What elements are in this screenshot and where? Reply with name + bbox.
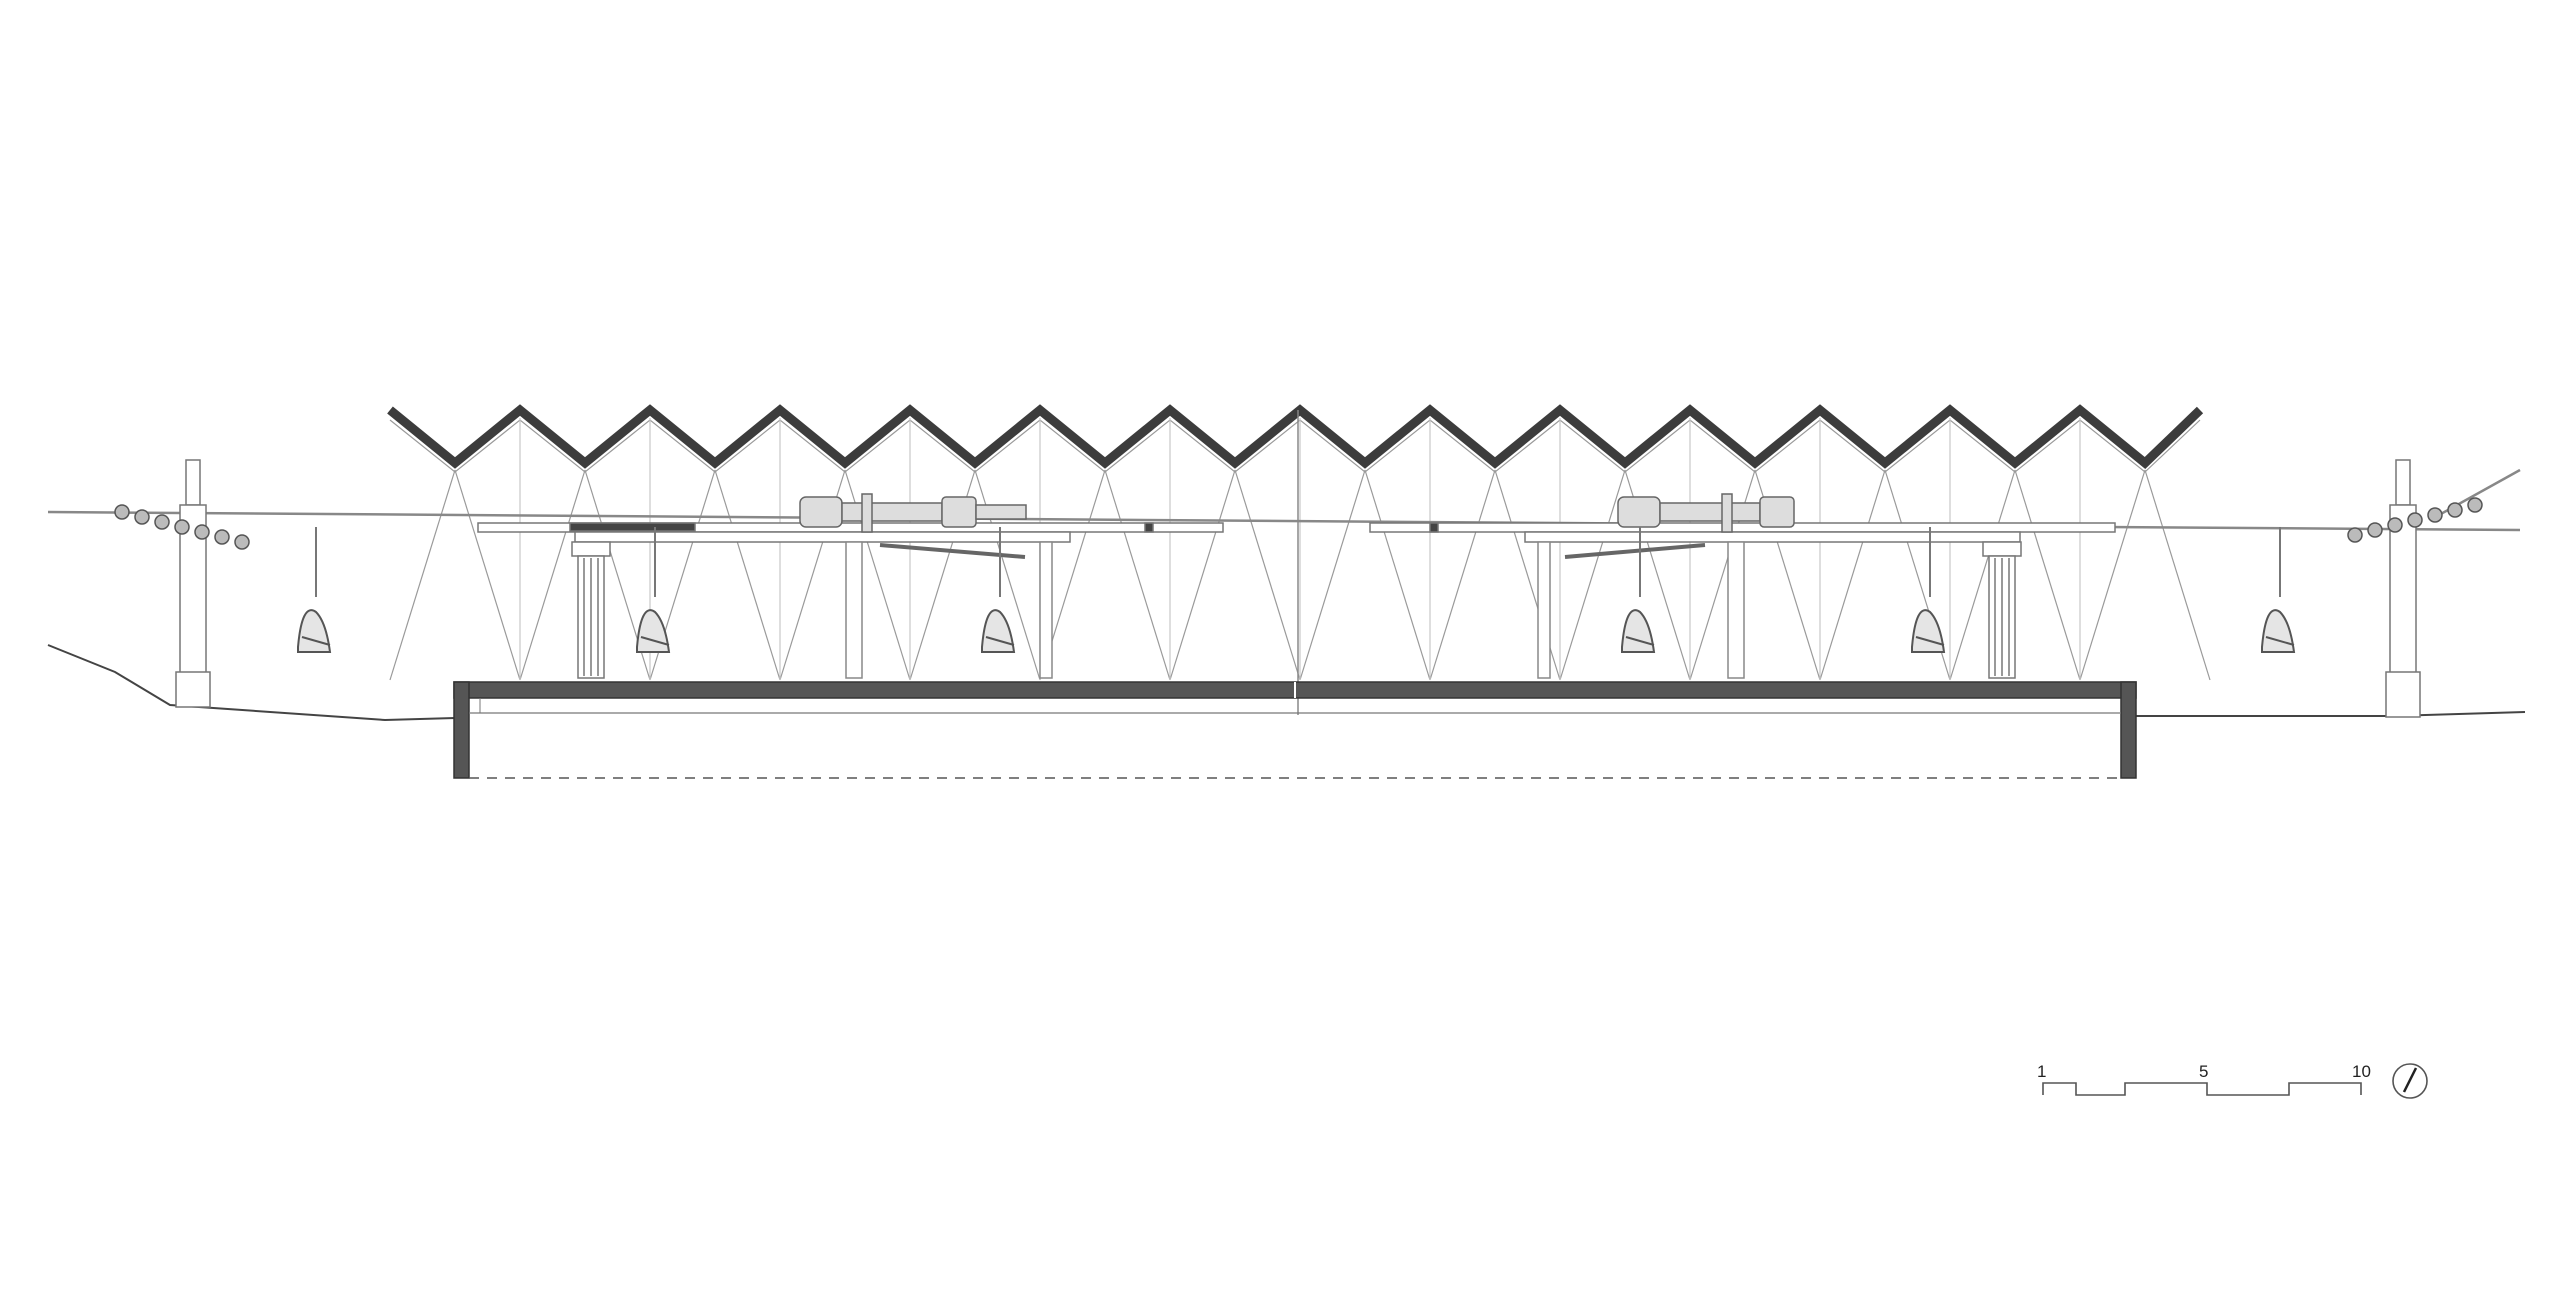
sheave-wheel xyxy=(2347,527,2363,543)
chair xyxy=(636,527,671,653)
cable-line xyxy=(454,469,521,681)
cable-line xyxy=(1819,469,1886,681)
cable-line xyxy=(1559,469,1626,681)
chair xyxy=(2261,527,2296,653)
cable-line xyxy=(2014,469,2081,681)
cable-line xyxy=(1169,469,1236,681)
sheave-wheel xyxy=(2387,517,2403,533)
sheave-wheel xyxy=(194,524,210,540)
sheave-wheel xyxy=(2447,502,2463,518)
cable-line xyxy=(1234,469,1301,681)
tension-cables xyxy=(389,418,2211,681)
cable-line xyxy=(2144,469,2211,681)
sheave-wheel xyxy=(2467,497,2483,513)
tower-right xyxy=(2385,459,2421,718)
cable-line xyxy=(389,469,456,681)
cable-line xyxy=(1949,469,2016,681)
sheave-wheel xyxy=(174,519,190,535)
guide-rail-right xyxy=(1564,543,1706,559)
sheave-wheel xyxy=(2367,522,2383,538)
secondary-columns xyxy=(845,410,1745,715)
column-left-main xyxy=(571,541,611,679)
sheave-trains xyxy=(114,497,2483,550)
sheave-wheel xyxy=(2407,512,2423,528)
cable-line xyxy=(519,469,586,681)
sheave-wheel xyxy=(2427,507,2443,523)
north-arrow-icon xyxy=(2392,1063,2428,1099)
station-beams-left xyxy=(477,522,1224,543)
cable-line xyxy=(1429,469,1496,681)
folded-roof xyxy=(387,404,2204,473)
chair xyxy=(1621,527,1656,653)
cable-line xyxy=(714,469,781,681)
sheave-wheel xyxy=(234,534,250,550)
drive-machinery-left xyxy=(799,493,1027,533)
guide-rail-left xyxy=(879,543,1026,559)
foundation-slab xyxy=(453,681,2137,779)
chairlift-chairs xyxy=(297,527,2296,653)
tower-left xyxy=(175,459,211,708)
station-beams-right xyxy=(1369,522,2116,543)
chair xyxy=(981,527,1016,653)
ropeway-cable-right-rise xyxy=(2429,468,2521,522)
ground-line-right xyxy=(2135,711,2526,717)
sheave-wheel xyxy=(154,514,170,530)
ground-line-left xyxy=(47,644,456,722)
column-right-main xyxy=(1982,541,2022,679)
cable-line xyxy=(2079,469,2146,681)
scale-label-10: 10 xyxy=(2352,1062,2371,1081)
scale-label-5: 5 xyxy=(2199,1062,2208,1081)
cable-line xyxy=(1364,469,1431,681)
scale-bar: 1 5 10 xyxy=(2037,1062,2371,1096)
scale-label-1: 1 xyxy=(2037,1062,2046,1081)
ropeway-cable xyxy=(47,510,2521,532)
cable-line xyxy=(1104,469,1171,681)
cable-line xyxy=(1299,469,1366,681)
chair xyxy=(297,527,332,653)
sheave-wheel xyxy=(114,504,130,520)
sheave-wheel xyxy=(134,509,150,525)
sheave-wheel xyxy=(214,529,230,545)
chair xyxy=(1911,527,1946,653)
